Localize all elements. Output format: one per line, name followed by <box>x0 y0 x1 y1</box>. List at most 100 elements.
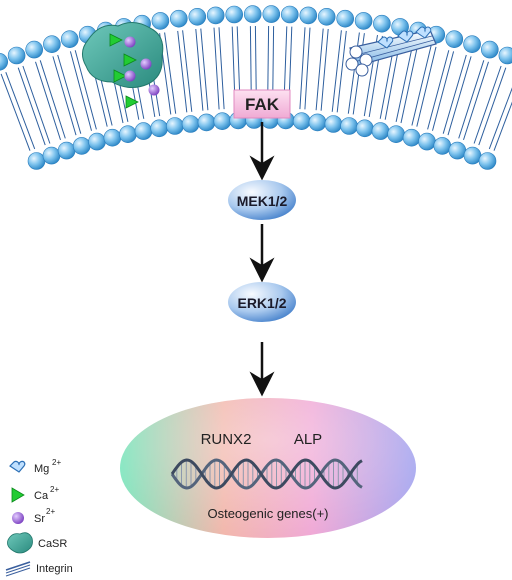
lipid-tail <box>39 60 66 139</box>
lipid-tail <box>177 30 188 113</box>
lipid-head <box>25 40 44 59</box>
integrin-legend-icon <box>5 561 31 577</box>
lipid-tail <box>52 56 77 136</box>
mek-node: MEK1/2 <box>228 180 296 220</box>
lipid-tail <box>213 27 220 110</box>
lipid-head <box>373 14 391 33</box>
lipid-head <box>170 9 188 28</box>
cell-membrane <box>0 5 512 170</box>
lipid-head <box>88 132 106 151</box>
lipid-tail <box>488 87 512 150</box>
lipid-head <box>134 122 153 140</box>
lipid-tail <box>200 28 209 111</box>
lipid-head <box>225 5 243 24</box>
lipid-tail <box>304 27 311 110</box>
gene-alp-label: ALP <box>294 431 322 448</box>
erk-label: ERK1/2 <box>237 295 286 311</box>
mek-label: MEK1/2 <box>237 193 288 209</box>
lipid-tail <box>442 54 467 134</box>
lipid-head <box>60 30 79 49</box>
erk-node: ERK1/2 <box>228 282 296 322</box>
lipid-head <box>433 137 452 155</box>
lipid-tail <box>0 73 31 151</box>
lipid-head <box>463 146 482 165</box>
lipid-head <box>280 5 299 24</box>
lipid-head <box>206 6 225 25</box>
lipid-head <box>308 113 327 132</box>
lipid-head <box>387 125 405 143</box>
heart-ion-icon <box>9 460 26 473</box>
lipid-tail <box>427 50 450 130</box>
lipid-tail <box>17 67 46 146</box>
lipid-head <box>151 12 170 30</box>
lipid-tail <box>411 45 432 126</box>
sphere-ion-icon <box>12 512 24 524</box>
legend-mg-sup: 2+ <box>52 458 61 467</box>
lipid-tail <box>447 56 472 136</box>
lipid-head <box>478 152 497 170</box>
dna-helix-icon <box>170 458 363 490</box>
lipid-head <box>0 53 8 71</box>
dna-strand <box>170 458 363 490</box>
lipid-head <box>371 122 390 140</box>
lipid-head <box>72 137 91 155</box>
legend: Mg 2+ Ca 2+ Sr 2+ CaSR Integrin <box>5 458 73 577</box>
lipid-head <box>188 7 207 26</box>
lipid-head <box>262 5 281 23</box>
lipid-tail <box>432 51 455 131</box>
lipid-tail <box>315 28 324 111</box>
lipid-tail <box>69 51 92 131</box>
lipid-tail <box>57 54 82 134</box>
lipid-tail <box>463 61 489 141</box>
lipid-head <box>197 113 216 132</box>
lipid-head <box>213 112 232 130</box>
lipid-head <box>418 132 436 151</box>
lipid-tail <box>478 67 507 146</box>
lipid-tail <box>35 61 61 141</box>
nucleus: RUNX2 ALP Osteogenic genes(+) <box>120 398 416 538</box>
casr-legend-icon <box>7 532 33 554</box>
legend-ca-label: Ca <box>34 490 49 502</box>
lipid-tail <box>164 32 177 114</box>
lipid-head <box>292 112 311 130</box>
mg-ion-icon <box>397 30 414 43</box>
lipid-head <box>119 125 137 143</box>
lipid-head <box>324 115 343 133</box>
lipid-head <box>150 119 168 138</box>
lipid-head <box>480 40 499 59</box>
lipid-head <box>336 9 355 28</box>
lipid-head <box>355 119 374 138</box>
lipid-head <box>463 35 481 54</box>
lipid-head <box>498 46 512 65</box>
lipid-tail <box>458 60 485 139</box>
lipid-tail <box>195 28 204 111</box>
gene-runx2-label: RUNX2 <box>201 431 252 448</box>
lipid-tail <box>299 27 306 110</box>
fak-label: FAK <box>245 95 280 114</box>
legend-sr-sup: 2+ <box>46 507 55 516</box>
lipid-tail <box>320 28 329 111</box>
legend-sr-label: Sr <box>34 513 45 525</box>
mg-ion-icon <box>377 36 394 49</box>
lipid-head <box>402 128 421 147</box>
sr-ion-icon <box>148 84 160 96</box>
lipid-tail <box>74 50 97 130</box>
lipid-tail <box>331 30 342 112</box>
legend-ca-sup: 2+ <box>50 485 59 494</box>
lipid-head <box>57 141 76 160</box>
legend-mg-label: Mg <box>34 463 49 475</box>
lipid-tail <box>400 42 419 124</box>
lipid-tail <box>22 65 51 144</box>
lipid-head <box>299 6 318 25</box>
fak-node: FAK <box>233 89 291 119</box>
ca-ion-icon <box>125 95 139 109</box>
lipid-tail <box>473 65 502 144</box>
osteogenic-caption: Osteogenic genes(+) <box>207 506 328 521</box>
lipid-head <box>7 46 26 65</box>
lipid-head <box>103 128 122 147</box>
casr-receptor-icon <box>82 22 164 88</box>
lipid-head <box>166 117 184 135</box>
dna-strand <box>170 458 363 490</box>
lipid-head <box>181 115 200 133</box>
